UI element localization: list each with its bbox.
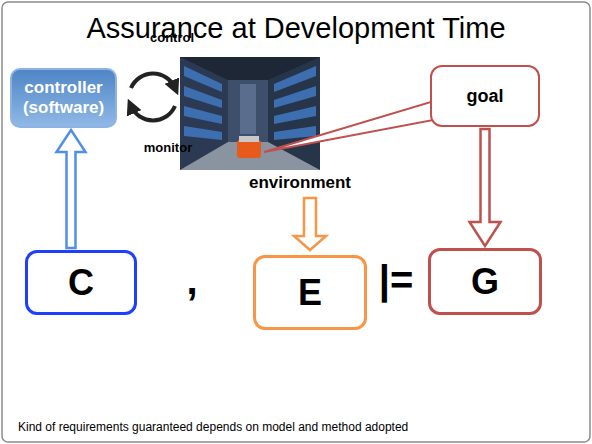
node-text: goal — [466, 86, 503, 107]
controller-box: controller (software) — [10, 68, 117, 128]
environment-arrow — [294, 198, 326, 250]
goal-spec-box: G — [428, 248, 542, 315]
comma-symbol: , — [186, 258, 197, 303]
environment-spec-box: E — [253, 255, 367, 330]
goal-callout: goal — [430, 65, 540, 127]
cycle-arrow — [131, 106, 175, 120]
callout-pointer — [264, 98, 444, 152]
slide-title: Assurance at Development Time — [0, 12, 592, 45]
entails-symbol: |= — [379, 258, 414, 303]
node-text: controller (software) — [18, 78, 109, 117]
controller-spec-box: C — [25, 250, 137, 315]
hollow-arrow — [470, 129, 501, 246]
control-label: control — [150, 30, 194, 45]
node-text: G — [471, 261, 499, 302]
warehouse-photo — [180, 57, 320, 170]
node-text: E — [298, 272, 322, 313]
caption: Kind of requirements guaranteed depends … — [18, 420, 408, 434]
environment-label: environment — [249, 173, 351, 193]
hollow-arrow — [57, 130, 86, 248]
monitor-label: monitor — [144, 140, 192, 155]
node-text: C — [68, 262, 94, 303]
cycle-arrow — [131, 74, 175, 88]
